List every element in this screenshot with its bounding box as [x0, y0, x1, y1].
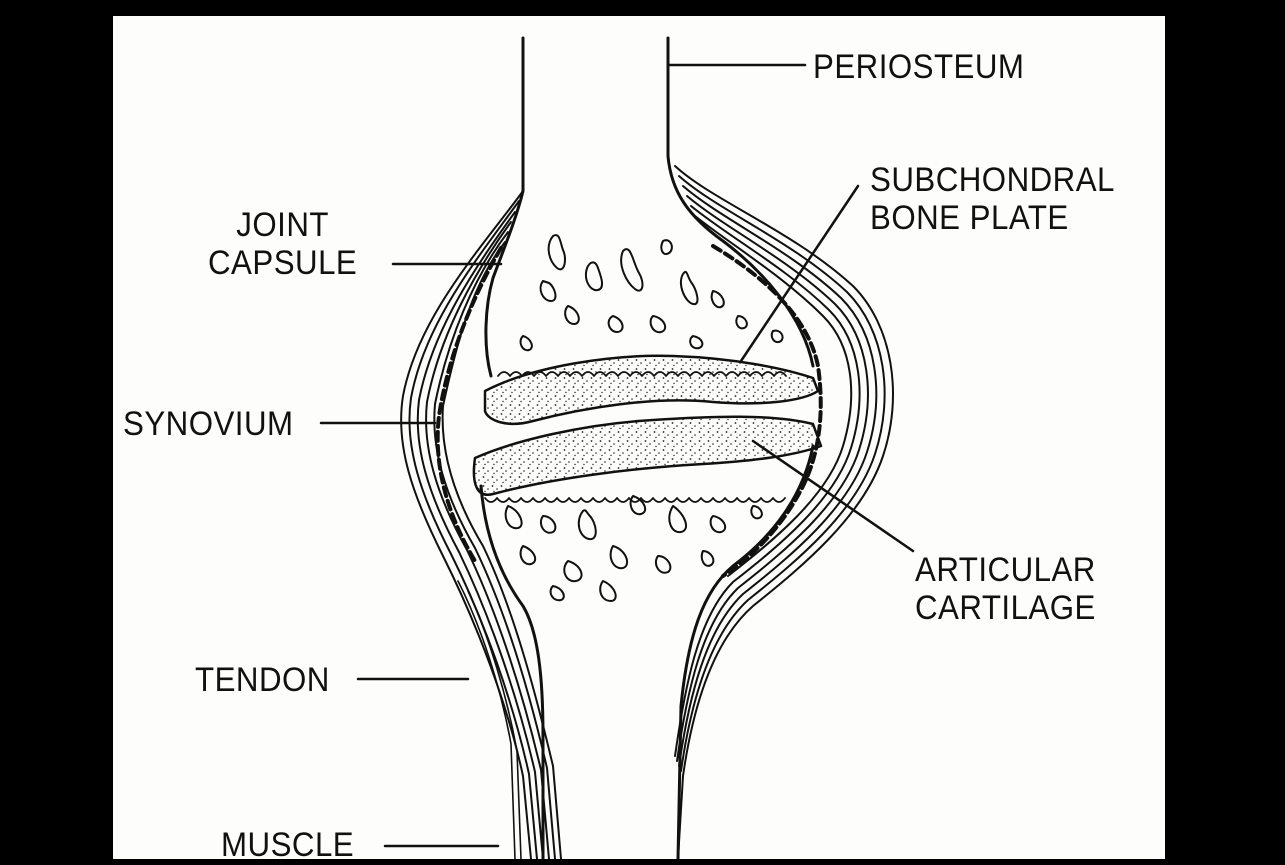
trabecular-bone-lower — [506, 496, 762, 601]
diagram-card: PERIOSTEUM SUBCHONDRAL BONE PLATE JOINT … — [113, 16, 1165, 859]
subchondral-bone-plate-lower — [485, 498, 785, 502]
label-joint-capsule: JOINT CAPSULE — [208, 206, 357, 282]
articular-cartilage-lower — [474, 417, 821, 495]
joint-capsule-left — [401, 191, 561, 859]
label-muscle: MUSCLE — [221, 826, 354, 859]
label-articular-cartilage: ARTICULAR CARTILAGE — [915, 551, 1096, 627]
synovium-right — [713, 246, 821, 576]
articular-cartilage-upper — [485, 356, 818, 424]
label-synovium: SYNOVIUM — [123, 405, 294, 443]
label-tendon: TENDON — [195, 661, 330, 699]
label-subchondral-bone-plate: SUBCHONDRAL BONE PLATE — [870, 161, 1115, 237]
label-periosteum: PERIOSTEUM — [813, 48, 1024, 86]
bone-shaft-left — [486, 38, 523, 376]
